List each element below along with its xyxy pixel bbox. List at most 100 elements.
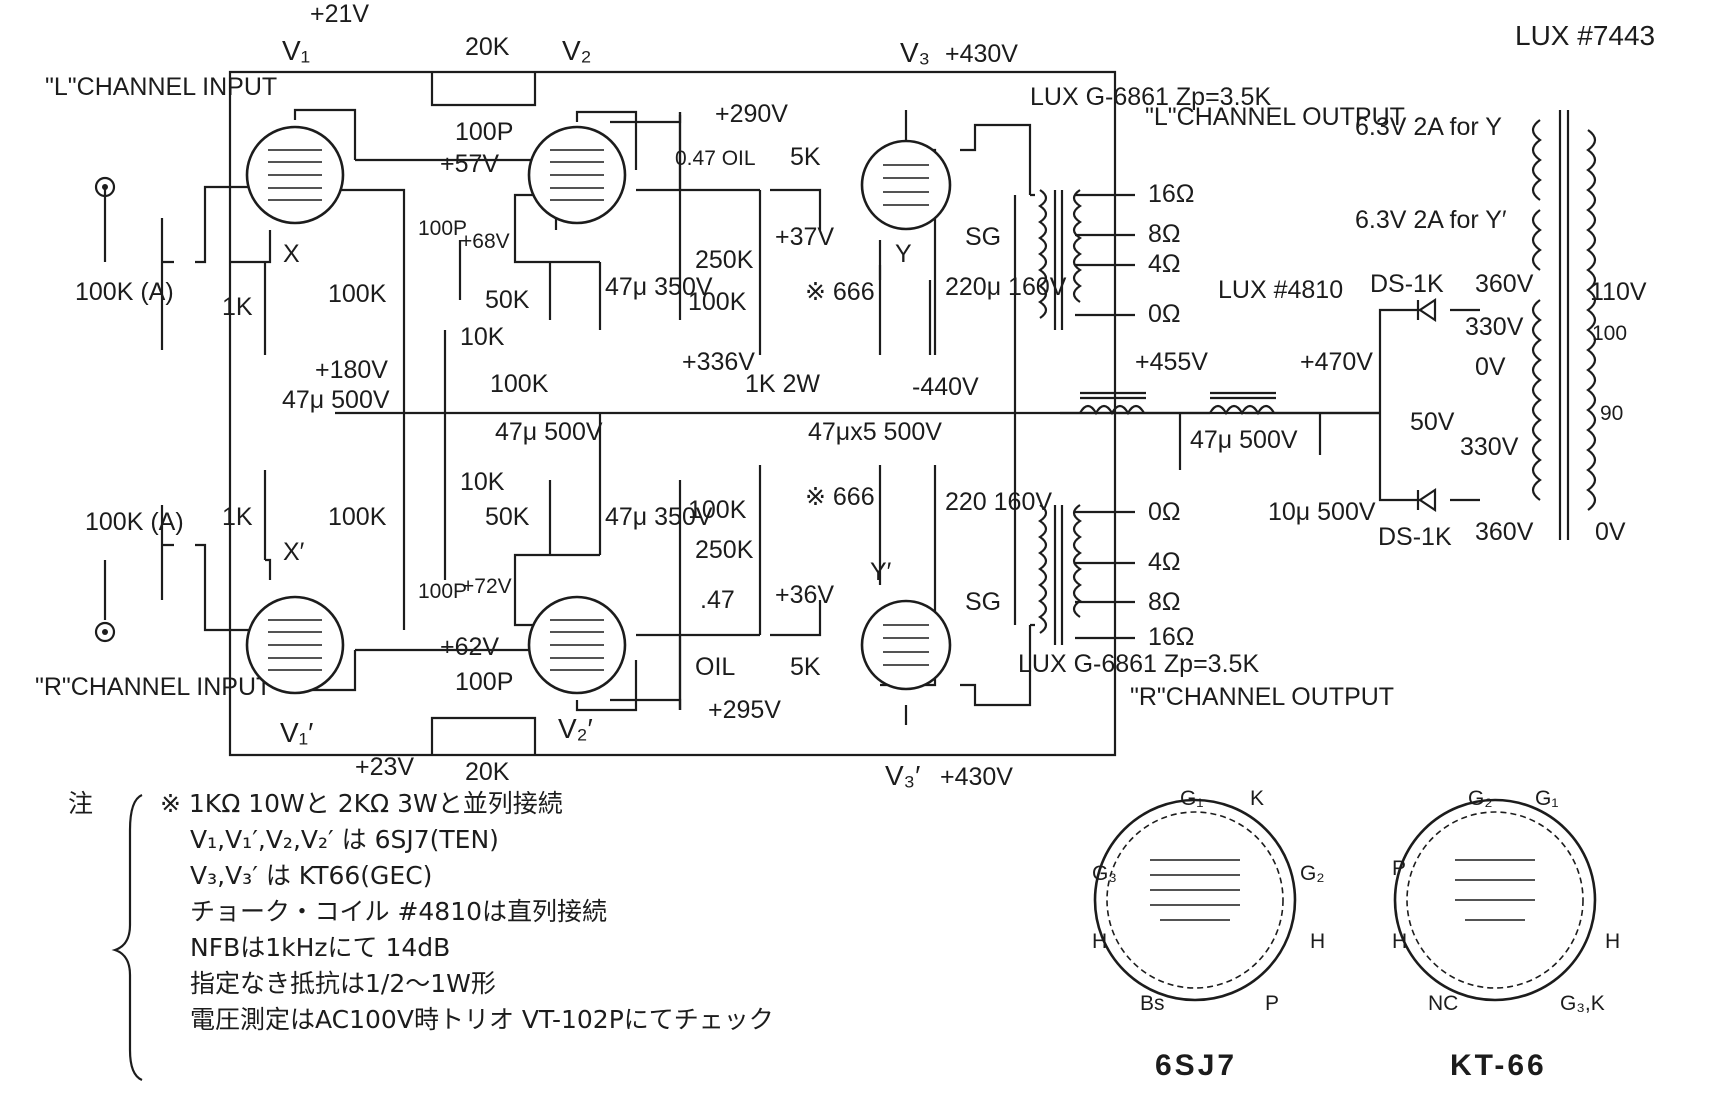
voltage-430b: +430V: [940, 763, 1013, 791]
pin-kt66-3: H: [1392, 930, 1407, 953]
r5k-bot: 5K: [790, 653, 821, 681]
voltage-430: +430V: [945, 40, 1018, 68]
voltage-290: +290V: [715, 100, 788, 128]
voltage-23: +23V: [355, 753, 414, 781]
y-label: Y: [895, 240, 912, 268]
tap-l-0: 16Ω: [1148, 180, 1195, 208]
r50k-l: 50K: [485, 286, 530, 314]
sec-0v: 0V: [1475, 353, 1506, 381]
component-labels: 20K 100P 20K 100P 0.47 OIL .47 OIL 5K 5K…: [75, 33, 1376, 786]
voltage-21: +21V: [310, 0, 369, 28]
note-line-6: 電圧測定はAC100V時トリオ VT-102Pにてチェック: [190, 1005, 774, 1034]
r250k-l: 250K: [695, 246, 754, 274]
output-taps: 16Ω 8Ω 4Ω 0Ω 0Ω 4Ω 8Ω 16Ω: [1148, 180, 1195, 651]
input-jack-r: [94, 621, 116, 643]
r50k-r: 50K: [485, 503, 530, 531]
voltage-57: +57V: [440, 150, 499, 178]
voltage-336: +336V: [682, 348, 755, 376]
pin-6sj7-7: P: [1265, 992, 1279, 1015]
tube-v2p-symbol: [527, 595, 627, 695]
tap-r-3: 16Ω: [1148, 623, 1195, 651]
note-line-5: 指定なき抵抗は1/2～1W形: [190, 969, 496, 998]
sec-330b: 330V: [1460, 433, 1519, 461]
note-marker: 注: [68, 789, 93, 818]
tap-r-0: 0Ω: [1148, 498, 1181, 526]
voltage-68: +68V: [460, 230, 510, 253]
tap-r-2: 8Ω: [1148, 588, 1181, 616]
diode-2-label: DS-1K: [1378, 523, 1452, 551]
sec-330a: 330V: [1465, 313, 1524, 341]
tap-l-2: 4Ω: [1148, 250, 1181, 278]
c47-350-r: 47μ 350V: [605, 503, 713, 531]
c10-500: 10μ 500V: [1268, 498, 1376, 526]
c100p-top: 100P: [455, 118, 513, 146]
tap-r-1: 4Ω: [1148, 548, 1181, 576]
wiring: [103, 70, 1480, 757]
v1-label: V₁: [282, 35, 310, 66]
r20k-bot: 20K: [465, 758, 510, 786]
signal-labels: "L"CHANNEL INPUT "R"CHANNEL INPUT "L"CHA…: [35, 73, 1405, 711]
voltage-295: +295V: [708, 696, 781, 724]
l-input-label: "L"CHANNEL INPUT: [45, 73, 277, 101]
voltage-180: +180V: [315, 356, 388, 384]
xp-label: X′: [283, 538, 305, 566]
tube-v3p-symbol: [860, 599, 952, 691]
pin-kt66-0: G₂: [1468, 787, 1493, 810]
r10k-l: 10K: [460, 323, 505, 351]
voltage-labels: +21V +23V +430V +430V +290V +295V +57V +…: [310, 0, 1373, 791]
pin-kt66-2: P: [1392, 857, 1406, 880]
c047-bot-oil: OIL: [695, 653, 735, 681]
choke-symbol: [1079, 391, 1276, 416]
tap-l-1: 8Ω: [1148, 220, 1181, 248]
tube-labels: V₁ V₂ V₃ V₁′ V₂′ V₃′ X Y X′ Y′ SG SG ※ 6…: [280, 35, 1001, 791]
r1k-r: 1K: [222, 503, 253, 531]
sec-50v: 50V: [1410, 408, 1455, 436]
pin-kt66-4: H: [1605, 930, 1620, 953]
output-transformer-l-symbol: [1038, 189, 1082, 330]
out-transformer-r: LUX G-6861 Zp=3.5K: [1018, 650, 1259, 678]
power-transformer-label: LUX #7443: [1515, 20, 1655, 51]
voltage-36: +36V: [775, 581, 834, 609]
diode-2-symbol: [1416, 487, 1437, 513]
notes-block: 注 ※ 1KΩ 10Wと 2KΩ 3Wと並列接続 V₁,V₁′,V₂,V₂′ は…: [68, 789, 774, 1082]
note-line-1: V₁,V₁′,V₂,V₂′ は 6SJ7(TEN): [190, 825, 499, 854]
tube-v2-symbol: [527, 125, 627, 225]
input-jack-l: [94, 176, 116, 198]
pri-90: 90: [1600, 402, 1623, 425]
r1k2w: 1K 2W: [745, 370, 820, 398]
power-transformer-symbol: [1531, 110, 1597, 540]
pri-110: 110V: [1590, 278, 1647, 306]
r100k-bus: 100K: [490, 370, 549, 398]
c47-500-b: 47μ 500V: [495, 418, 603, 446]
sec-360a: 360V: [1475, 270, 1534, 298]
c47-500-c: 47μ 500V: [1190, 426, 1298, 454]
r100k-l: 100K: [328, 280, 387, 308]
c100p-mid-l: 100P: [418, 217, 467, 240]
c100p-mid-r: 100P: [418, 580, 467, 603]
c100p-bot: 100P: [455, 668, 513, 696]
r-output-label: "R"CHANNEL OUTPUT: [1130, 683, 1394, 711]
output-transformer-r-symbol: [1038, 504, 1082, 645]
pinout-6sj7-envelope: [1093, 798, 1297, 1002]
pin-6sj7-0: G₁: [1180, 787, 1203, 810]
diode-symbols: [1416, 297, 1437, 513]
r250k-r: 250K: [695, 536, 754, 564]
pin-6sj7-3: G₂: [1300, 862, 1325, 885]
voltage-72: +72V: [462, 575, 512, 598]
heater-1: 6.3V 2A for Y: [1355, 113, 1502, 141]
r100k-r: 100K: [328, 503, 387, 531]
note-line-0: ※ 1KΩ 10Wと 2KΩ 3Wと並列接続: [160, 789, 563, 818]
pri-100: 100: [1592, 322, 1627, 345]
pin-kt66-6: G₃,K: [1560, 992, 1605, 1015]
tube-v1p-symbol: [245, 595, 345, 695]
v1p-label: V₁′: [280, 717, 313, 748]
pin-6sj7-1: K: [1250, 787, 1264, 810]
c047-bot-val: .47: [700, 586, 735, 614]
voltage-455: +455V: [1135, 348, 1208, 376]
tube-v1-symbol: [245, 125, 345, 225]
r5k-top: 5K: [790, 143, 821, 171]
r20k-top: 20K: [465, 33, 510, 61]
sec-360b: 360V: [1475, 518, 1534, 546]
note-line-4: NFBは1kHzにて 14dB: [190, 933, 450, 962]
input-jacks: [94, 176, 116, 643]
